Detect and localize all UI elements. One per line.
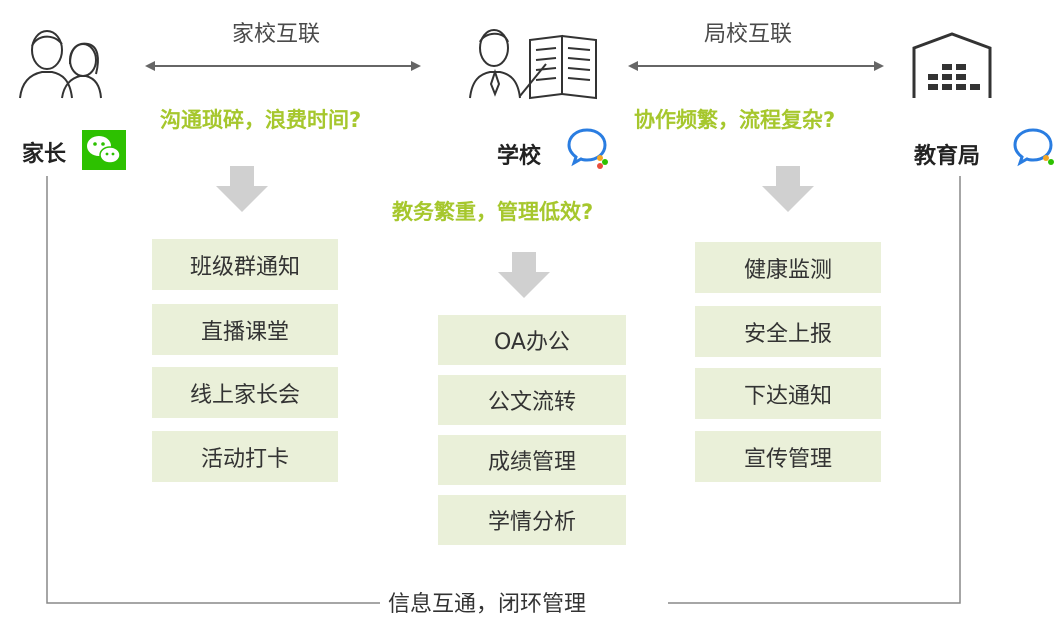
wecom-icon bbox=[567, 128, 608, 169]
down-arrow bbox=[216, 166, 268, 212]
parent-pain-point: 沟通琐碎，浪费时间? bbox=[160, 108, 362, 132]
parent-feature-box: 直播课堂 bbox=[152, 304, 338, 355]
home-school-arrow bbox=[145, 61, 421, 71]
school-feature-box: 学情分析 bbox=[438, 495, 626, 545]
down-arrow bbox=[498, 252, 550, 298]
bureau-feature-box: 下达通知 bbox=[695, 368, 881, 419]
teacher-book-icon bbox=[469, 29, 597, 100]
bureau-school-arrow bbox=[628, 61, 884, 71]
parent-role-label: 家长 bbox=[22, 142, 67, 167]
home-school-label: 家校互联 bbox=[232, 22, 321, 47]
bureau-feature-box: 健康监测 bbox=[695, 242, 881, 293]
school-feature-box: 公文流转 bbox=[438, 375, 626, 425]
bureau-feature-box: 宣传管理 bbox=[695, 431, 881, 482]
down-arrow bbox=[762, 166, 814, 212]
school-pain-point: 教务繁重，管理低效? bbox=[392, 200, 594, 224]
school-feature-box: 成绩管理 bbox=[438, 435, 626, 485]
parents-icon bbox=[19, 30, 102, 99]
school-role-label: 学校 bbox=[497, 144, 542, 169]
parent-feature-box: 线上家长会 bbox=[152, 367, 338, 418]
parent-feature-box: 活动打卡 bbox=[152, 431, 338, 482]
parent-feature-box: 班级群通知 bbox=[152, 239, 338, 290]
wecom-icon bbox=[1013, 128, 1054, 167]
bureau-pain-point: 协作频繁，流程复杂? bbox=[634, 108, 836, 132]
bureau-school-label: 局校互联 bbox=[704, 22, 793, 47]
bureau-feature-box: 安全上报 bbox=[695, 306, 881, 357]
school-feature-box: OA办公 bbox=[438, 315, 626, 365]
building-icon bbox=[912, 32, 992, 98]
closed-loop-label: 信息互通，闭环管理 bbox=[380, 586, 595, 618]
wechat-icon bbox=[82, 130, 126, 170]
bureau-role-label: 教育局 bbox=[914, 144, 981, 169]
